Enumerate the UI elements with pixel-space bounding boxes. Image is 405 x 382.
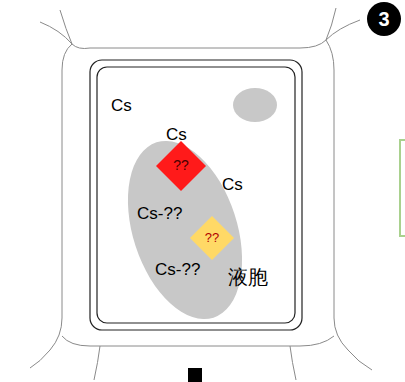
side-panel-edge — [400, 140, 405, 236]
transporter-diamond: ?? — [156, 141, 206, 191]
nucleus — [233, 88, 277, 122]
vacuole-text: 液胞 — [228, 266, 268, 288]
neighbor-cell-walls — [30, 8, 372, 380]
transporter-diamond-text: ?? — [173, 158, 189, 173]
arrow-shaft — [188, 368, 202, 382]
callout-number: 3 — [367, 2, 401, 36]
binding-diamond: ?? — [190, 216, 234, 260]
vacuole-text: Cs-?? — [155, 261, 200, 280]
ion-label: Cs — [111, 97, 132, 116]
vacuole-text: Cs-?? — [137, 205, 182, 224]
callout-number-text: 3 — [378, 8, 389, 30]
binding-diamond-text: ?? — [205, 231, 219, 245]
